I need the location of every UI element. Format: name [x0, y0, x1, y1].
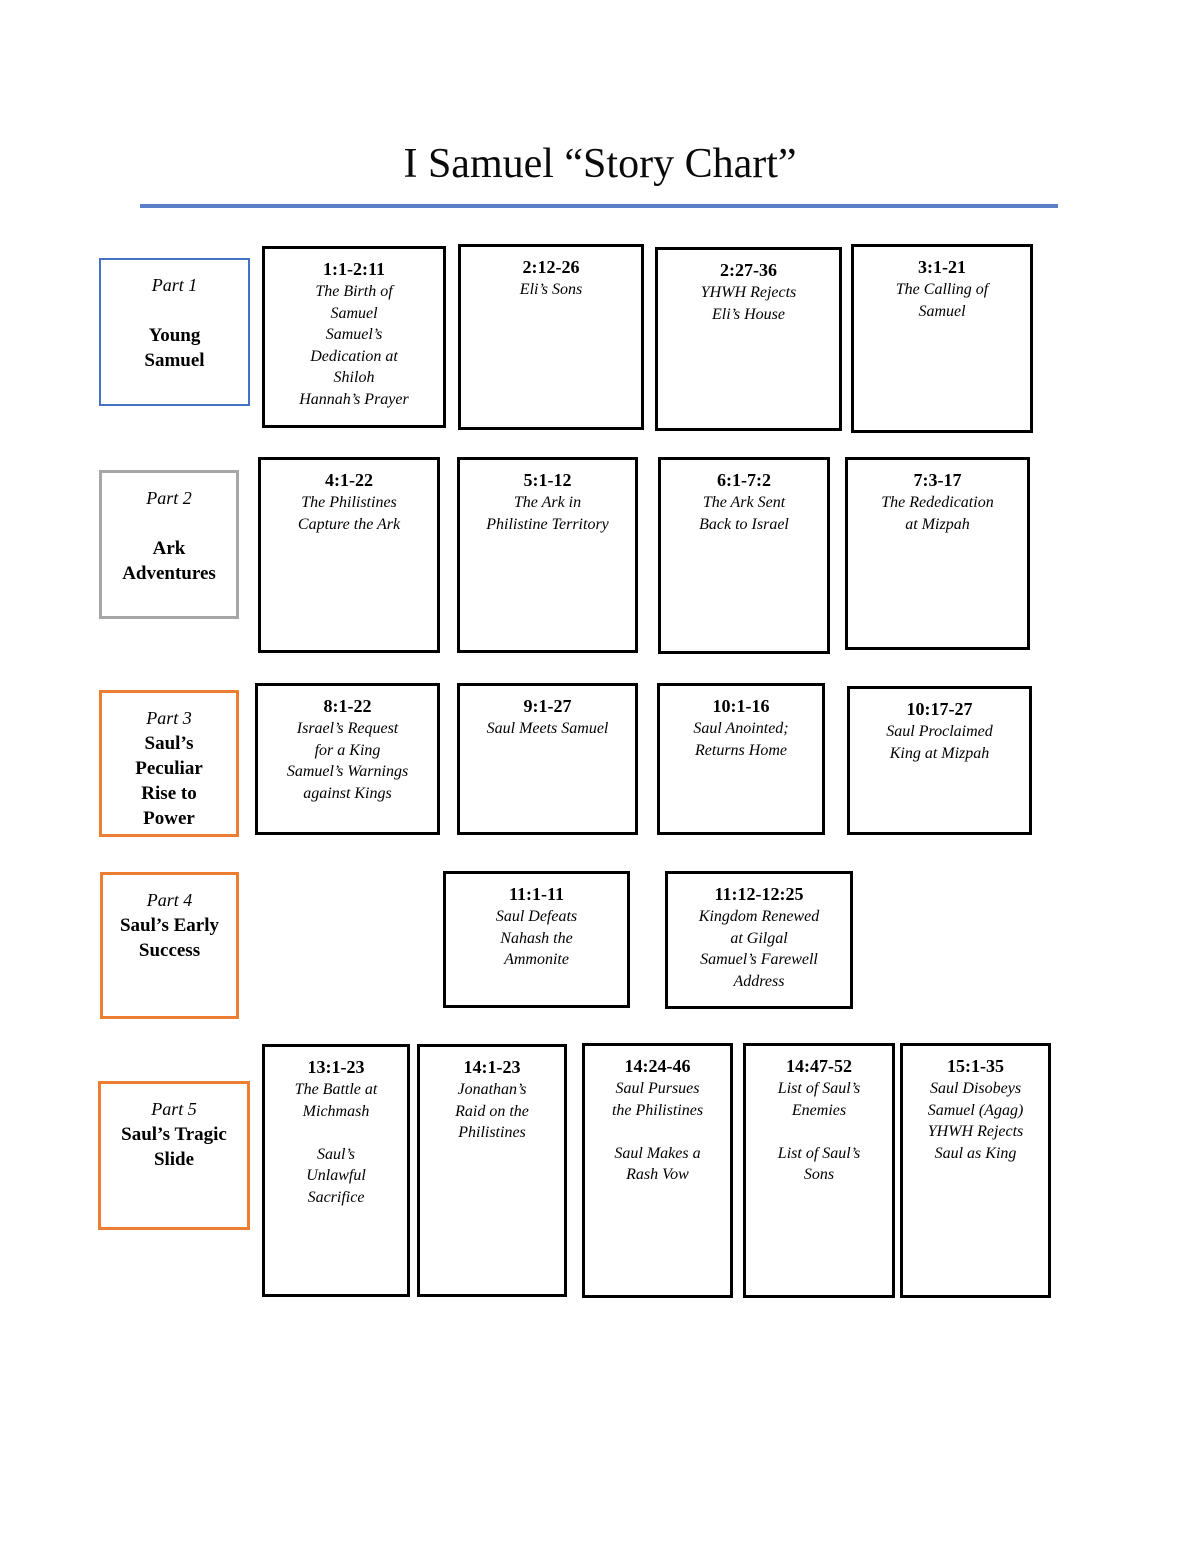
- part-label: Part 4: [146, 890, 193, 910]
- part-box-5: Part 5 Saul’s Tragic Slide: [98, 1081, 250, 1230]
- part-box-2: Part 2 Ark Adventures: [99, 470, 239, 619]
- box-reference: 2:12-26: [522, 257, 580, 277]
- box-description: Jonathan’s Raid on the Philistines: [455, 1081, 529, 1141]
- box-reference: 3:1-21: [918, 257, 966, 277]
- story-box-r1c3: 2:27-36 YHWH Rejects Eli’s House: [655, 247, 842, 431]
- box-description: The Rededication at Mizpah: [881, 494, 994, 533]
- part-title: Young Samuel: [144, 325, 205, 371]
- part-label: Part 1: [151, 275, 198, 295]
- box-description: The Calling of Samuel: [895, 281, 989, 320]
- box-description: Saul Anointed; Returns Home: [693, 720, 789, 759]
- story-box-r2c2: 5:1-12 The Ark in Philistine Territory: [457, 457, 638, 653]
- part-box-3: Part 3 Saul’s Peculiar Rise to Power: [99, 690, 239, 837]
- part-box-1: Part 1 Young Samuel: [99, 258, 250, 406]
- box-reference: 14:1-23: [463, 1057, 521, 1077]
- story-box-r5c5: 15:1-35 Saul Disobeys Samuel (Agag) YHWH…: [900, 1043, 1051, 1298]
- story-box-r1c4: 3:1-21 The Calling of Samuel: [851, 244, 1033, 433]
- part-title: Saul’s Tragic Slide: [121, 1124, 227, 1170]
- box-reference: 6:1-7:2: [717, 470, 771, 490]
- story-box-r2c3: 6:1-7:2 The Ark Sent Back to Israel: [658, 457, 830, 654]
- story-box-r3c1: 8:1-22 Israel’s Request for a King Samue…: [255, 683, 440, 835]
- box-reference: 11:12-12:25: [714, 884, 804, 904]
- story-box-r4c2: 11:12-12:25 Kingdom Renewed at Gilgal Sa…: [665, 871, 853, 1009]
- page-title: I Samuel “Story Chart”: [403, 141, 797, 187]
- box-reference: 1:1-2:11: [323, 259, 385, 279]
- box-description: YHWH Rejects Eli’s House: [700, 284, 797, 323]
- story-box-r3c4: 10:17-27 Saul Proclaimed King at Mizpah: [847, 686, 1032, 835]
- story-box-r2c1: 4:1-22 The Philistines Capture the Ark: [258, 457, 440, 653]
- box-reference: 7:3-17: [913, 470, 962, 490]
- box-reference: 14:24-46: [624, 1056, 691, 1076]
- box-description: Eli’s Sons: [519, 281, 583, 298]
- box-reference: 13:1-23: [307, 1057, 365, 1077]
- box-reference: 5:1-12: [523, 470, 572, 490]
- title-underline: [140, 204, 1058, 208]
- story-box-r3c2: 9:1-27 Saul Meets Samuel: [457, 683, 638, 835]
- box-description: Saul Proclaimed King at Mizpah: [886, 723, 993, 762]
- box-reference: 9:1-27: [523, 696, 572, 716]
- box-description: Israel’s Request for a King Samuel’s War…: [286, 720, 409, 802]
- part-title: Ark Adventures: [122, 538, 216, 584]
- box-description: The Battle at Michmash Saul’s Unlawful S…: [294, 1081, 378, 1206]
- box-description: Saul Pursues the Philistines Saul Makes …: [611, 1080, 704, 1183]
- part-label: Part 5: [151, 1099, 197, 1119]
- story-box-r1c1: 1:1-2:11 The Birth of Samuel Samuel’s De…: [262, 246, 446, 428]
- box-description: Saul Defeats Nahash the Ammonite: [495, 908, 578, 968]
- box-reference: 10:1-16: [712, 696, 770, 716]
- box-reference: 2:27-36: [720, 260, 777, 280]
- box-description: Saul Disobeys Samuel (Agag) YHWH Rejects…: [927, 1080, 1024, 1162]
- box-reference: 4:1-22: [325, 470, 373, 490]
- box-description: The Ark Sent Back to Israel: [699, 494, 789, 533]
- story-box-r5c1: 13:1-23 The Battle at Michmash Saul’s Un…: [262, 1044, 410, 1297]
- story-box-r1c2: 2:12-26 Eli’s Sons: [458, 244, 644, 430]
- box-reference: 10:17-27: [906, 699, 973, 719]
- part-box-4: Part 4 Saul’s Early Success: [100, 872, 239, 1019]
- box-description: Kingdom Renewed at Gilgal Samuel’s Farew…: [698, 908, 820, 990]
- box-reference: 15:1-35: [947, 1056, 1004, 1076]
- part-title: Saul’s Early Success: [119, 915, 220, 961]
- box-description: The Birth of Samuel Samuel’s Dedication …: [299, 283, 409, 408]
- box-description: List of Saul’s Enemies List of Saul’s So…: [777, 1080, 861, 1183]
- box-reference: 11:1-11: [508, 884, 564, 904]
- story-box-r5c2: 14:1-23 Jonathan’s Raid on the Philistin…: [417, 1044, 567, 1297]
- box-reference: 14:47-52: [786, 1056, 852, 1076]
- story-box-r4c1: 11:1-11 Saul Defeats Nahash the Ammonite: [443, 871, 630, 1008]
- box-description: Saul Meets Samuel: [486, 720, 609, 737]
- story-box-r2c4: 7:3-17 The Rededication at Mizpah: [845, 457, 1030, 650]
- box-description: The Ark in Philistine Territory: [486, 494, 609, 533]
- story-box-r5c3: 14:24-46 Saul Pursues the Philistines Sa…: [582, 1043, 733, 1298]
- part-title: Saul’s Peculiar Rise to Power: [135, 733, 203, 829]
- story-box-r3c3: 10:1-16 Saul Anointed; Returns Home: [657, 683, 825, 835]
- part-label: Part 3: [146, 708, 192, 728]
- box-reference: 8:1-22: [323, 696, 372, 716]
- story-box-r5c4: 14:47-52 List of Saul’s Enemies List of …: [743, 1043, 895, 1298]
- part-label: Part 2: [146, 488, 192, 508]
- box-description: The Philistines Capture the Ark: [297, 494, 401, 533]
